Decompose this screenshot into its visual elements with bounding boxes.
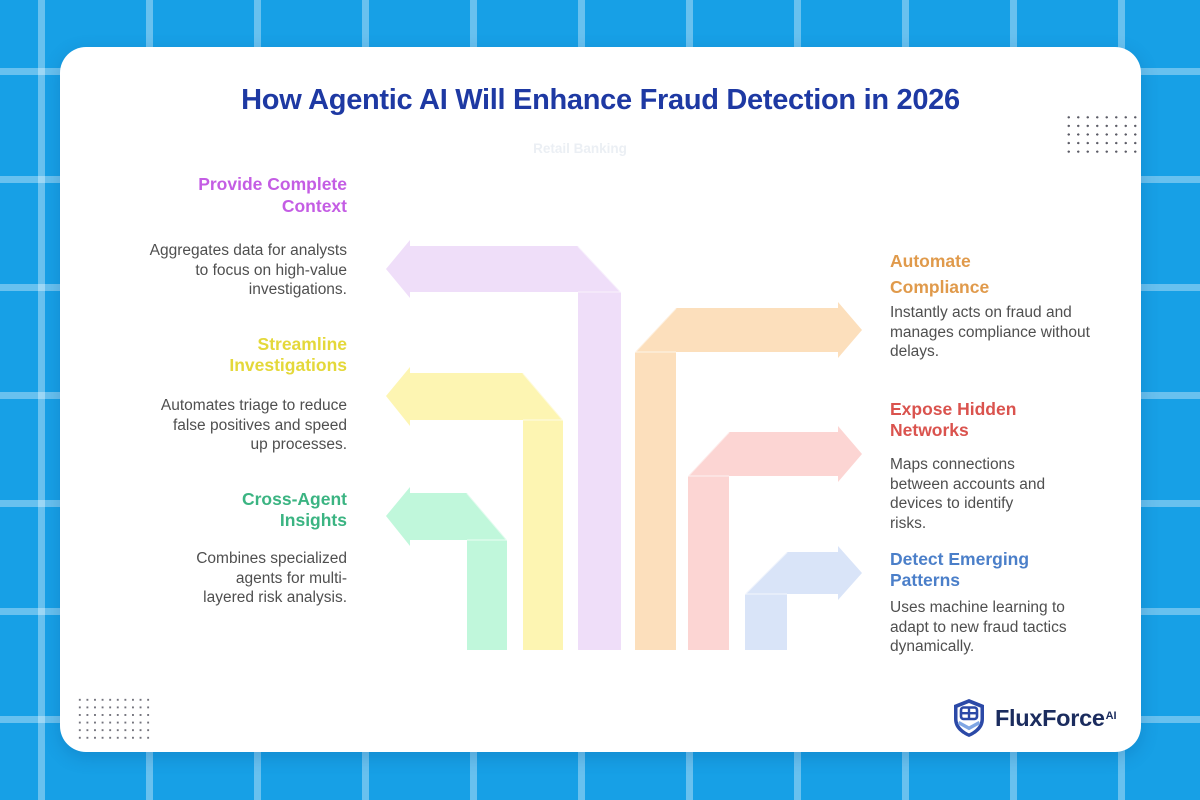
brand-logo: FluxForceAI xyxy=(952,698,1117,738)
brand-name: FluxForceAI xyxy=(995,704,1117,731)
brand-suffix: AI xyxy=(1105,710,1117,723)
section-heading: Automate Compliance xyxy=(890,251,990,297)
section-cross-agent-insights: Cross-Agent Insights Combines specialize… xyxy=(87,489,347,608)
section-heading: Streamline Investigations xyxy=(229,334,347,375)
section-heading: Cross-Agent Insights xyxy=(241,489,347,530)
page-title: How Agentic AI Will Enhance Fraud Detect… xyxy=(241,84,960,116)
section-body: Automates triage to reduce false positiv… xyxy=(160,397,347,453)
section-provide-complete-context: Provide Complete Context Aggregates data… xyxy=(87,173,347,300)
section-heading: Provide Complete Context xyxy=(198,174,347,216)
section-body: Uses machine learning to adapt to new fr… xyxy=(890,599,1067,655)
section-streamline-investigations: Streamline Investigations Automates tria… xyxy=(87,334,347,455)
section-body: Instantly acts on fraud and manages comp… xyxy=(890,304,1090,360)
section-automate-compliance: Automate Compliance Instantly acts on fr… xyxy=(890,248,1152,362)
dot-grid-decoration-top-right xyxy=(1064,113,1140,157)
section-body: Aggregates data for analysts to focus on… xyxy=(149,242,347,298)
section-expose-hidden-networks: Expose Hidden Networks Maps connections … xyxy=(890,399,1152,533)
dot-grid-decoration-bottom-left xyxy=(76,696,150,744)
watermark-text: Retail Banking xyxy=(533,141,627,156)
section-body: Combines specialized agents for multi- l… xyxy=(196,550,347,606)
section-heading: Expose Hidden Networks xyxy=(890,399,1017,440)
section-detect-emerging-patterns: Detect Emerging Patterns Uses machine le… xyxy=(890,549,1152,657)
section-heading: Detect Emerging Patterns xyxy=(890,549,1030,590)
section-body: Maps connections between accounts and de… xyxy=(890,456,1046,532)
shield-icon xyxy=(954,699,984,737)
